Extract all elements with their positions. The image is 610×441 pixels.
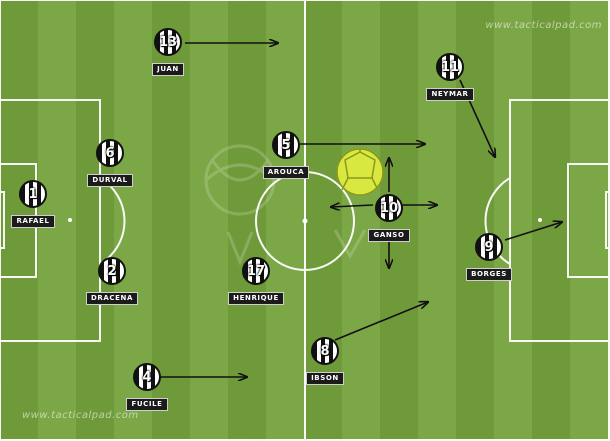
player-juan[interactable]: 13 JUAN <box>133 28 203 76</box>
player-name-label: GANSO <box>368 229 410 242</box>
player-name-label: AROUCA <box>262 166 310 179</box>
jersey-icon: 10 <box>375 194 403 222</box>
player-name-label: HENRIQUE <box>228 292 284 305</box>
watermark-top: www.tacticalpad.com <box>485 20 602 31</box>
jersey-icon: 11 <box>436 53 464 81</box>
arrow-borges <box>504 222 562 241</box>
left-penalty-spot <box>68 218 72 222</box>
right-goal-area <box>567 163 610 278</box>
player-henrique[interactable]: 17 HENRIQUE <box>221 257 291 305</box>
watermark-bottom: www.tacticalpad.com <box>22 410 139 421</box>
jersey-icon: 17 <box>242 257 270 285</box>
center-spot <box>302 218 308 224</box>
right-penalty-spot <box>538 218 542 222</box>
jersey-icon: 2 <box>98 257 126 285</box>
player-rafael[interactable]: 1 RAFAEL <box>0 180 68 228</box>
player-name-label: JUAN <box>152 63 184 76</box>
player-name-label: FUCILE <box>126 398 168 411</box>
jersey-icon: 13 <box>154 28 182 56</box>
right-penalty-area <box>509 99 610 342</box>
player-fucile[interactable]: 4 FUCILE <box>112 363 182 411</box>
player-ibson[interactable]: 8 IBSON <box>290 337 360 385</box>
left-penalty-arc <box>99 177 126 265</box>
jersey-icon: 4 <box>133 363 161 391</box>
player-name-label: IBSON <box>306 372 344 385</box>
player-dracena[interactable]: 2 DRACENA <box>77 257 147 305</box>
jersey-icon: 8 <box>311 337 339 365</box>
arrow-ibson <box>334 302 428 341</box>
player-durval[interactable]: 6 DURVAL <box>75 139 145 187</box>
jersey-icon: 5 <box>272 131 300 159</box>
player-name-label: BORGES <box>466 268 512 281</box>
arrow-ganso-left <box>331 205 374 207</box>
player-name-label: DRACENA <box>85 292 138 305</box>
player-name-label: DURVAL <box>87 174 133 187</box>
player-ganso[interactable]: 10 GANSO <box>354 194 424 242</box>
player-name-label: NEYMAR <box>426 88 474 101</box>
player-borges[interactable]: 9 BORGES <box>454 233 524 281</box>
player-neymar[interactable]: 11 NEYMAR <box>415 53 485 101</box>
left-goal <box>0 191 5 249</box>
player-name-label: RAFAEL <box>11 215 55 228</box>
jersey-icon: 6 <box>96 139 124 167</box>
ball-icon <box>336 148 384 196</box>
right-goal <box>605 191 610 249</box>
jersey-icon: 1 <box>19 180 47 208</box>
player-arouca[interactable]: 5 AROUCA <box>251 131 321 179</box>
jersey-icon: 9 <box>475 233 503 261</box>
left-penalty-area <box>0 99 101 342</box>
